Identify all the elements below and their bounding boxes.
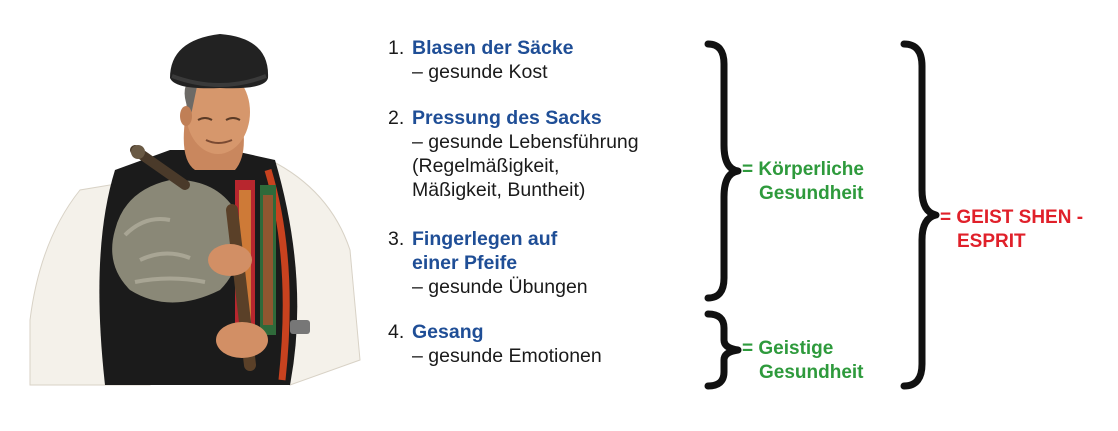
list-item-4: 4. Gesang – gesunde Emotionen <box>388 320 602 368</box>
item-title: Blasen der Säcke <box>412 37 574 59</box>
brace-overall <box>900 40 940 390</box>
item-detail: – gesunde Übungen <box>412 276 588 298</box>
bagpiper-photo <box>29 34 361 386</box>
item-number: 4. <box>388 321 405 343</box>
item-number: 2. <box>388 107 405 129</box>
item-title-continued: einer Pfeife <box>412 252 518 274</box>
label-mental-health: = Geistige Gesundheit <box>742 337 864 385</box>
item-number: 1. <box>388 37 405 59</box>
label-line: ESPRIT <box>957 231 1026 252</box>
brace-physical <box>704 40 742 302</box>
list-item-3: 3. Fingerlegen auf einer Pfeife – gesund… <box>388 227 588 299</box>
label-line: Gesundheit <box>759 183 864 204</box>
item-title: Gesang <box>412 321 484 343</box>
label-overall: = GEIST SHEN - ESPRIT <box>940 206 1083 254</box>
item-detail: – gesunde Kost <box>412 61 548 83</box>
item-title: Fingerlegen auf <box>412 228 558 250</box>
item-detail: – gesunde Lebensführung <box>412 131 639 153</box>
item-number: 3. <box>388 228 405 250</box>
item-detail: (Regelmäßigkeit, <box>412 155 560 177</box>
label-line: = GEIST SHEN - <box>940 207 1084 228</box>
label-line: Gesundheit <box>759 362 864 383</box>
label-line: = Körperliche <box>742 159 864 180</box>
item-detail: Mäßigkeit, Buntheit) <box>412 179 586 201</box>
item-title: Pressung des Sacks <box>412 107 602 129</box>
item-detail: – gesunde Emotionen <box>412 345 602 367</box>
brace-mental <box>704 310 742 390</box>
label-line: = Geistige <box>742 338 834 359</box>
label-physical-health: = Körperliche Gesundheit <box>742 158 864 206</box>
list-item-2: 2. Pressung des Sacks – gesunde Lebensfü… <box>388 106 639 202</box>
list-item-1: 1. Blasen der Säcke – gesunde Kost <box>388 36 574 84</box>
